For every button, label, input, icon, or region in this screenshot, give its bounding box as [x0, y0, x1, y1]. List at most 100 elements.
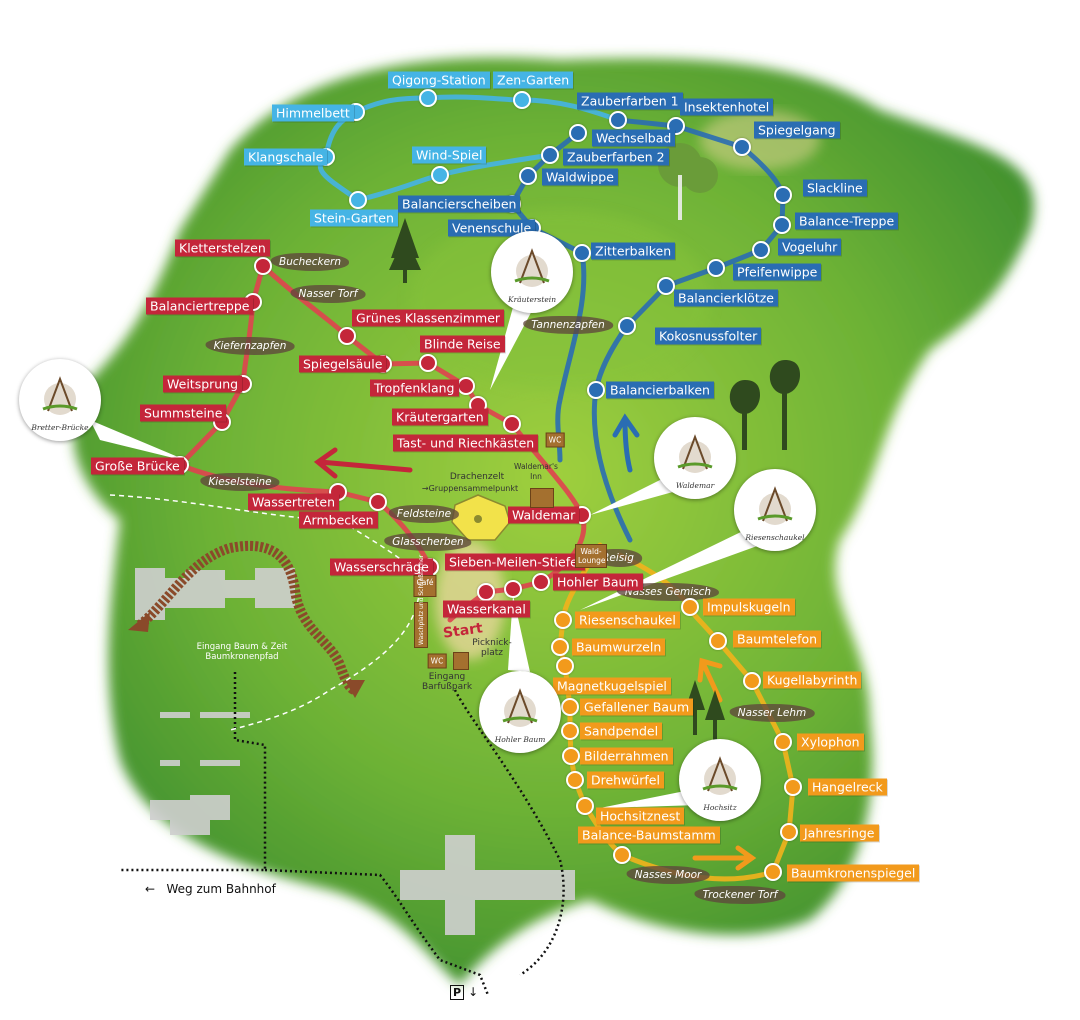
station-label-gefallener-baum[interactable]: Gefallener Baum: [580, 698, 694, 716]
station-marker-kletterstelzen[interactable]: [254, 257, 272, 275]
station-marker-balancierbalken[interactable]: [587, 381, 605, 399]
station-label-balancierklo-tze[interactable]: Balancierklötze: [674, 289, 778, 307]
callout-hohler-baum[interactable]: Hohler Baum: [479, 671, 561, 753]
station-label-hohler-baum[interactable]: Hohler Baum: [553, 573, 643, 591]
station-label-vogeluhr[interactable]: Vogeluhr: [778, 238, 842, 256]
station-marker-waldwippe[interactable]: [519, 167, 537, 185]
station-label-tast-und-riechka-sten[interactable]: Tast- und Riechkästen: [393, 434, 539, 452]
station-label-spiegelsa-ule[interactable]: Spiegelsäule: [299, 355, 387, 373]
station-marker-kokosnussfolter[interactable]: [618, 317, 636, 335]
station-label-xylophon[interactable]: Xylophon: [797, 733, 864, 751]
station-marker-riesenschaukel[interactable]: [554, 611, 572, 629]
station-marker-balance-baumstamm[interactable]: [613, 846, 631, 864]
station-label-balance-baumstamm[interactable]: Balance-Baumstamm: [578, 826, 720, 844]
station-marker-hohler-baum[interactable]: [532, 573, 550, 591]
bahnhof-direction[interactable]: ← Weg zum Bahnhof: [145, 882, 276, 896]
station-marker-hangelreck[interactable]: [784, 778, 802, 796]
station-marker-xylophon[interactable]: [774, 733, 792, 751]
station-label-hochsitznest[interactable]: Hochsitznest: [596, 807, 685, 825]
station-label-stein-garten[interactable]: Stein-Garten: [310, 209, 398, 227]
station-label-kletterstelzen[interactable]: Kletterstelzen: [175, 239, 270, 257]
station-label-wasserkanal[interactable]: Wasserkanal: [443, 600, 530, 618]
station-marker-pfeifenwippe[interactable]: [707, 259, 725, 277]
station-label-baumkronenspiegel[interactable]: Baumkronenspiegel: [787, 864, 920, 882]
station-marker-wasserkanal-2[interactable]: [504, 580, 522, 598]
station-label-sieben-meilen-stiefel[interactable]: Sieben-Meilen-Stiefel: [445, 553, 586, 571]
station-label-pfeifenwippe[interactable]: Pfeifenwippe: [733, 263, 822, 281]
station-marker-stein-garten[interactable]: [349, 191, 367, 209]
station-label-zauberfarben-1[interactable]: Zauberfarben 1: [577, 92, 683, 110]
station-marker-impulskugeln[interactable]: [681, 598, 699, 616]
station-label-qigong-station[interactable]: Qigong-Station: [388, 71, 490, 89]
station-label-impulskugeln[interactable]: Impulskugeln: [703, 598, 795, 616]
station-marker-bilderrahmen[interactable]: [562, 747, 580, 765]
station-marker-tropfenklang[interactable]: [457, 377, 475, 395]
station-marker-tast-und-riechka-sten[interactable]: [503, 415, 521, 433]
station-label-slackline[interactable]: Slackline: [803, 179, 867, 197]
station-label-sandpendel[interactable]: Sandpendel: [580, 722, 663, 740]
station-marker-spiegelgang[interactable]: [733, 138, 751, 156]
station-marker-sandpendel[interactable]: [561, 722, 579, 740]
station-label-zauberfarben-2[interactable]: Zauberfarben 2: [563, 148, 669, 166]
callout-waldemar[interactable]: Waldemar: [654, 417, 736, 499]
station-label-drehwu-rfel[interactable]: Drehwürfel: [587, 771, 664, 789]
station-label-insektenhotel[interactable]: Insektenhotel: [680, 98, 774, 116]
station-label-kra-utergarten[interactable]: Kräutergarten: [392, 408, 488, 426]
station-label-baumwurzeln[interactable]: Baumwurzeln: [572, 638, 666, 656]
station-marker-baumkronenspiegel[interactable]: [764, 863, 782, 881]
station-label-waldemar[interactable]: Waldemar: [508, 506, 580, 524]
station-label-kugellabyrinth[interactable]: Kugellabyrinth: [763, 671, 862, 689]
station-label-baumtelefon[interactable]: Baumtelefon: [733, 630, 822, 648]
station-marker-zen-garten[interactable]: [513, 91, 531, 109]
station-marker-blinde-reise[interactable]: [419, 354, 437, 372]
station-marker-wasserkanal[interactable]: [477, 583, 495, 601]
callout-riesenschaukel[interactable]: Riesenschaukel: [734, 469, 816, 551]
station-marker-baumtelefon[interactable]: [709, 632, 727, 650]
station-marker-armbecken[interactable]: [369, 493, 387, 511]
station-label-hangelreck[interactable]: Hangelreck: [808, 778, 887, 796]
station-marker-wind-spiel[interactable]: [431, 166, 449, 184]
station-label-zitterbalken[interactable]: Zitterbalken: [591, 242, 676, 260]
station-label-weitsprung[interactable]: Weitsprung: [163, 375, 243, 393]
station-marker-zauberfarben-1[interactable]: [609, 111, 627, 129]
station-label-armbecken[interactable]: Armbecken: [299, 511, 378, 529]
station-label-klangschale[interactable]: Klangschale: [244, 148, 328, 166]
callout-hochsitz[interactable]: Hochsitz: [679, 739, 761, 821]
station-label-wechselbad[interactable]: Wechselbad: [592, 129, 676, 147]
station-marker-zitterbalken[interactable]: [573, 244, 591, 262]
station-marker-hochsitznest[interactable]: [576, 797, 594, 815]
station-marker-zauberfarben-2[interactable]: [541, 146, 559, 164]
station-marker-gru-nes-klassenzimmer[interactable]: [338, 327, 356, 345]
station-marker-baumwurzeln[interactable]: [551, 638, 569, 656]
station-label-balancierbalken[interactable]: Balancierbalken: [606, 381, 714, 399]
station-marker-vogeluhr[interactable]: [752, 241, 770, 259]
station-label-blinde-reise[interactable]: Blinde Reise: [420, 335, 505, 353]
station-label-bilderrahmen[interactable]: Bilderrahmen: [580, 747, 673, 765]
station-marker-qigong-station[interactable]: [419, 89, 437, 107]
station-label-balanciertreppe[interactable]: Balanciertreppe: [146, 297, 254, 315]
station-label-wassertreten[interactable]: Wassertreten: [248, 493, 340, 511]
station-label-himmelbett[interactable]: Himmelbett: [272, 104, 354, 122]
station-label-venenschule[interactable]: Venenschule: [448, 219, 536, 237]
parking-sign[interactable]: P↓: [450, 985, 478, 1000]
station-label-tropfenklang[interactable]: Tropfenklang: [370, 379, 459, 397]
station-label-waldwippe[interactable]: Waldwippe: [542, 168, 618, 186]
station-label-kokosnussfolter[interactable]: Kokosnussfolter: [655, 327, 762, 345]
station-label-gro-e-bru-cke[interactable]: Große Brücke: [91, 457, 184, 475]
station-label-riesenschaukel[interactable]: Riesenschaukel: [575, 611, 680, 629]
station-label-jahresringe[interactable]: Jahresringe: [800, 824, 879, 842]
station-label-wind-spiel[interactable]: Wind-Spiel: [412, 146, 487, 164]
station-label-balancierscheiben[interactable]: Balancierscheiben: [398, 195, 521, 213]
callout-bretter-bru-cke[interactable]: Bretter-Brücke: [19, 359, 101, 441]
station-marker-jahresringe[interactable]: [780, 823, 798, 841]
station-label-balance-treppe[interactable]: Balance-Treppe: [795, 212, 899, 230]
station-marker-magnetkugelspiel[interactable]: [556, 657, 574, 675]
station-label-wasserschra-ge[interactable]: Wasserschräge: [330, 558, 433, 576]
station-marker-balancierklo-tze[interactable]: [657, 277, 675, 295]
station-marker-balance-treppe[interactable]: [773, 216, 791, 234]
station-label-gru-nes-klassenzimmer[interactable]: Grünes Klassenzimmer: [352, 309, 505, 327]
station-label-spiegelgang[interactable]: Spiegelgang: [754, 121, 840, 139]
station-label-magnetkugelspiel[interactable]: Magnetkugelspiel: [553, 677, 671, 695]
station-marker-drehwu-rfel[interactable]: [566, 771, 584, 789]
station-marker-wechselbad[interactable]: [569, 124, 587, 142]
